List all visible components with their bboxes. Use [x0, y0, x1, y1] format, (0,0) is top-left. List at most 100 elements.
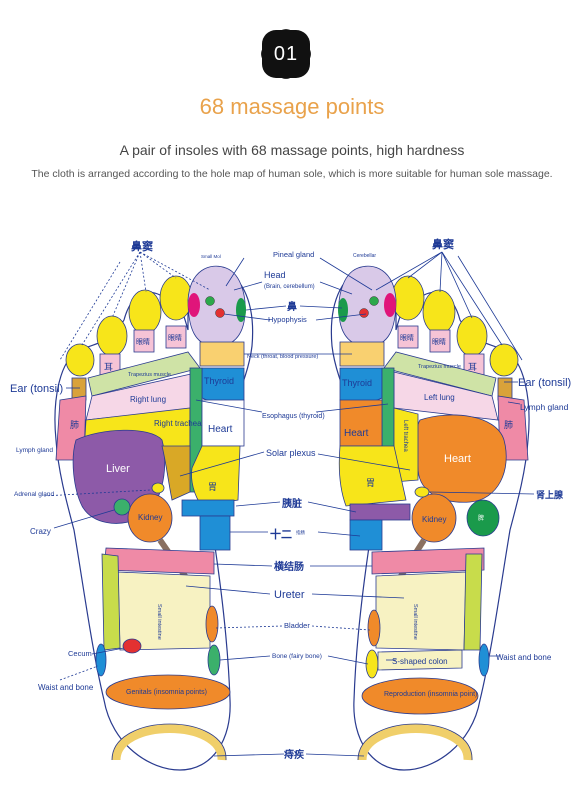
- hemorrhoids-line: [213, 753, 365, 757]
- right-eye-box: [429, 329, 451, 353]
- label-genitals: Genitals (insomnia points): [126, 689, 207, 696]
- label-lymph-right: Lymph gland: [520, 402, 569, 412]
- bladder-line: [215, 625, 371, 631]
- label-esophagus: Esophagus (thyroid): [262, 413, 325, 420]
- label-heart-left: Heart: [208, 424, 233, 435]
- label-waist-bone-left: Waist and bone: [38, 683, 94, 692]
- label-head-sub: (Brain, cerebellum): [264, 284, 315, 290]
- label-transverse-colon: 横结肠: [274, 560, 304, 573]
- label-ear-left: Ear (tonsil): [10, 383, 63, 395]
- nose-lines: [245, 305, 343, 311]
- label-lung-cn-right: 肺: [504, 420, 513, 430]
- label-hemorrhoids: 痔疾: [284, 748, 305, 761]
- left-small-intestine: [117, 571, 211, 651]
- left-crazy-zone: [113, 498, 131, 516]
- crazy-line: [53, 509, 115, 529]
- left-toe-4: [96, 315, 128, 357]
- label-bone-fairy: Bone (fairy bone): [272, 653, 322, 660]
- label-neck: Neck (throat, blood pressure): [247, 354, 318, 360]
- right-small-intestine: [375, 571, 467, 651]
- left-heel-arc: [111, 724, 227, 761]
- labels: 鼻窦 鼻窦 Small Mol Cerebellar Pineal gland …: [10, 237, 571, 761]
- label-eye-cn-left: 眼睛: [136, 337, 150, 346]
- step-badge: 01: [262, 30, 310, 78]
- hypophysis-line: [223, 313, 367, 321]
- label-reproduction: Reproduction (insomnia point): [384, 691, 477, 698]
- label-heart-right: Heart: [344, 428, 369, 439]
- label-s-colon: S-shaped colon: [392, 657, 448, 666]
- adrenal-line-right: [429, 491, 535, 495]
- left-waist-bone-zone: [95, 643, 107, 677]
- right-toe-2: [391, 275, 425, 321]
- label-spleen: 脾: [478, 514, 484, 522]
- left-toe-little: [65, 343, 95, 377]
- left-adrenal-zone: [151, 482, 165, 494]
- page-description: The cloth is arranged according to the h…: [31, 168, 553, 180]
- label-right-lung: Right lung: [130, 395, 166, 404]
- left-heart-zone: [201, 399, 245, 447]
- label-cecum: Cecum: [68, 649, 92, 658]
- right-toe-4: [456, 315, 488, 357]
- label-stomach-right: 胃: [366, 478, 375, 488]
- left-toe-2: [159, 275, 193, 321]
- sinus-right-lines: [375, 251, 523, 361]
- right-eye2-box: [397, 325, 419, 349]
- left-genitals-zone: [105, 674, 231, 710]
- right-toe-3: [422, 289, 456, 335]
- left-bone-zone: [207, 644, 221, 676]
- cecum-line: [91, 647, 125, 655]
- right-bladder-zone: [367, 609, 381, 647]
- lymph-right-line: [507, 401, 521, 405]
- left-cecum-zone: [122, 638, 142, 654]
- right-reproduction-zone: [361, 677, 479, 715]
- left-bladder-zone: [205, 605, 219, 643]
- page-title: 68 massage points: [199, 94, 385, 119]
- label-adrenal: Adrenal gland: [14, 491, 54, 498]
- label-right-trachea: Right trachea: [154, 419, 202, 428]
- left-stomach-zone: [191, 445, 241, 507]
- left-eye-box: [133, 329, 155, 353]
- label-bladder: Bladder: [284, 621, 310, 630]
- label-sinus-right: 鼻窦: [432, 237, 454, 251]
- left-gold-zone: [161, 445, 191, 501]
- label-sinus-left: 鼻窦: [131, 239, 153, 253]
- left-heel-arc-outline: [111, 723, 227, 761]
- label-kidney-left: Kidney: [138, 513, 162, 522]
- label-pineal-gland: Pineal gland: [273, 250, 314, 259]
- right-foot: [330, 265, 530, 771]
- label-duodenum-small: 指肠: [296, 529, 305, 536]
- label-adrenal-cn: 肾上腺: [536, 489, 564, 500]
- waist-left-line: [59, 665, 99, 681]
- label-hypophysis: Hypophysis: [268, 315, 307, 324]
- right-waist-bone-zone: [478, 643, 490, 677]
- right-neck-zone: [339, 341, 385, 367]
- label-small-intestine-right: Small intestine: [412, 604, 418, 640]
- label-waist-bone-right: Waist and bone: [496, 653, 552, 662]
- step-badge-number: 01: [273, 42, 299, 65]
- left-ascending-colon: [101, 553, 121, 651]
- label-ear-cn-right: 耳: [468, 362, 477, 372]
- label-small-print: Small Mol: [201, 254, 221, 259]
- label-lymph-left: Lymph gland: [16, 447, 53, 454]
- label-lung-cn-left: 肺: [70, 420, 79, 430]
- page-subtitle: A pair of insoles with 68 massage points…: [119, 142, 465, 158]
- right-big-toe-green: [338, 298, 348, 322]
- label-crazy: Crazy: [30, 527, 51, 536]
- label-liver: Liver: [106, 463, 130, 475]
- adrenal-line-left: [43, 489, 151, 497]
- transverse-line: [213, 563, 372, 567]
- right-duodenum-zone: [349, 519, 383, 551]
- solar-plexus-line: [179, 451, 411, 477]
- right-kidney-zone: [411, 493, 457, 543]
- right-toe-little: [489, 343, 519, 377]
- right-pancreas-zone: [349, 503, 411, 521]
- label-left-lung: Left lung: [424, 393, 455, 402]
- left-kidney-zone: [127, 493, 173, 543]
- left-duodenum-zone: [199, 515, 231, 551]
- right-spleen-zone: [466, 499, 500, 537]
- left-big-toe-pink: [188, 293, 200, 317]
- label-trapezius-right: Trapezius muscle: [418, 364, 461, 370]
- left-big-toe-dot-red: [215, 308, 225, 318]
- duodenum-line: [230, 531, 361, 537]
